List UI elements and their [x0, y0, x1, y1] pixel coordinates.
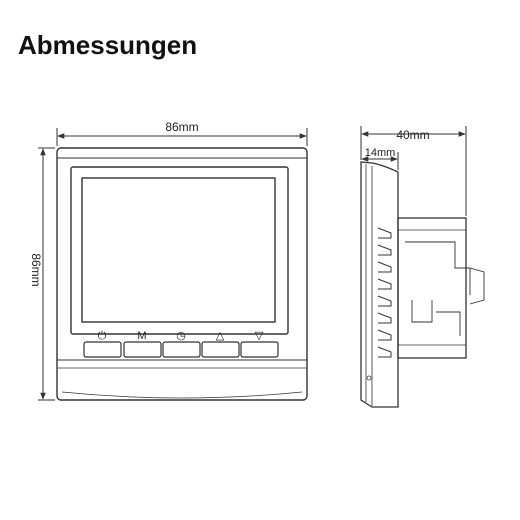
- clock-button[interactable]: [162, 341, 201, 358]
- screen-bezel: [70, 166, 289, 335]
- down-button[interactable]: [240, 341, 279, 358]
- side-view: [360, 161, 485, 408]
- down-triangle-icon: ▽: [255, 330, 264, 342]
- height-label: 86mm: [29, 253, 43, 286]
- side-back-housing: [397, 217, 467, 359]
- depth-dimension: [360, 126, 467, 216]
- m-letter: M: [137, 330, 146, 342]
- front-depth-dimension: [361, 152, 399, 170]
- button-icons: ⏻ M ◷ △ ▽: [98, 330, 264, 342]
- front-view: [56, 147, 308, 401]
- depth-label: 40mm: [396, 128, 429, 142]
- front-outer-frame: [56, 147, 308, 401]
- mode-button[interactable]: [123, 341, 162, 358]
- front-depth-label: 14mm: [365, 147, 396, 159]
- width-label: 86mm: [165, 120, 198, 134]
- up-triangle-icon: △: [216, 330, 225, 342]
- page-title: Abmessungen: [18, 30, 198, 60]
- screen: [81, 177, 276, 323]
- width-dimension: [56, 128, 308, 146]
- side-front-cover: [360, 161, 399, 408]
- power-button[interactable]: [83, 341, 122, 358]
- clock-icon: ◷: [176, 330, 186, 342]
- side-fins: [377, 227, 392, 358]
- button-row: [83, 341, 279, 358]
- power-icon: ⏻: [98, 330, 107, 342]
- height-dimension: [38, 147, 55, 401]
- up-button[interactable]: [201, 341, 240, 358]
